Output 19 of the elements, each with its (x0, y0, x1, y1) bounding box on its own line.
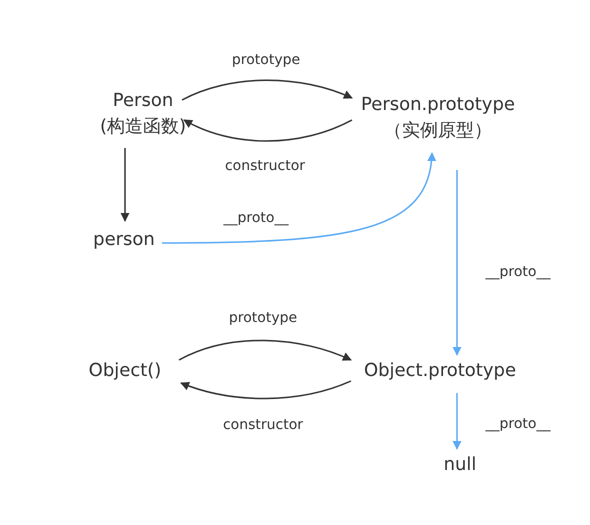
arrow (180, 380, 352, 400)
node-subtitle: (构造函数) (100, 115, 186, 139)
node-title: Object.prototype (364, 359, 516, 383)
node-title: person (93, 228, 155, 252)
node-title: Person.prototype (361, 93, 515, 117)
arrow (120, 148, 130, 222)
node-title: Object() (88, 359, 162, 383)
edge-label: __proto__ (484, 264, 552, 280)
arrow (162, 152, 436, 244)
edge-label: __proto__ (484, 416, 552, 432)
arrow (452, 170, 462, 356)
edge-label: __proto__ (222, 210, 290, 226)
node-title: null (444, 453, 476, 477)
arrow (183, 119, 352, 142)
arrow (178, 340, 352, 361)
node-subtitle: （实例原型） (384, 119, 492, 143)
node-title: Person (112, 89, 174, 113)
arrow (452, 393, 462, 450)
arrow (182, 80, 353, 101)
